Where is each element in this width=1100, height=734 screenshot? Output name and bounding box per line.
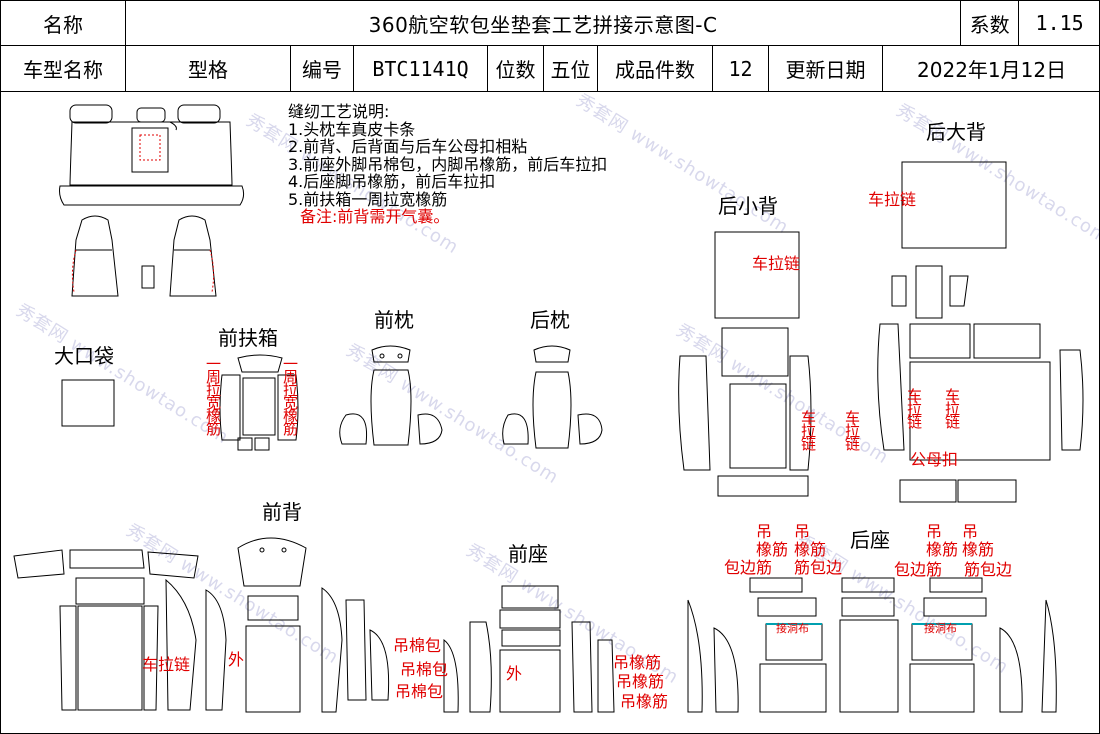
- annot-zipper-vertical: 车拉链: [843, 410, 861, 449]
- annot-band: 橡筋: [794, 540, 827, 559]
- front-back-pieces: [14, 538, 389, 712]
- note-item: 1.头枕车真皮卡条: [288, 119, 416, 139]
- front-headrest-pieces: [340, 346, 442, 445]
- annot-hang: 吊: [794, 522, 811, 541]
- annot-zipper-vertical: 车拉链: [799, 410, 817, 449]
- sheet-title: 360航空软包坐垫套工艺拼接示意图-C: [124, 0, 962, 46]
- annot-band: 橡筋: [962, 540, 995, 559]
- code-value: BTC1141Q: [353, 45, 488, 92]
- code-label: 编号: [290, 45, 354, 92]
- annot-zipper: 车拉链: [142, 655, 191, 674]
- rear-small-back-pieces: [679, 232, 811, 496]
- annot-band-edge: 筋包边: [794, 558, 843, 577]
- annot-hang-elastic: 吊橡筋: [613, 653, 662, 672]
- label-front-headrest: 前枕: [374, 308, 414, 332]
- label-rear-headrest: 后枕: [530, 308, 570, 332]
- annot-connect-cloth: 接洞布: [776, 622, 809, 635]
- type-label: 型格: [125, 45, 291, 92]
- annot-hang: 吊: [962, 522, 979, 541]
- date-value: 2022年1月12日: [881, 45, 1100, 92]
- rear-bench-thumbnail: [60, 105, 244, 205]
- label-front-back: 前背: [262, 500, 302, 524]
- label-rear-big-back: 后大背: [926, 120, 986, 144]
- front-seat-pieces: [444, 586, 614, 712]
- name-label: 名称: [0, 0, 126, 46]
- note-remark: 备注:前背需开气囊。: [300, 207, 450, 226]
- label-rear-seat: 后座: [850, 528, 890, 552]
- annot-zipper: 车拉链: [752, 254, 801, 273]
- annot-outer: 外: [228, 650, 245, 669]
- label-big-bag: 大口袋: [54, 344, 114, 368]
- annot-snap: 公母扣: [910, 450, 959, 469]
- note-item: 3.前座外脚吊棉包，内脚吊橡筋，前后车拉扣: [288, 154, 608, 174]
- annot-hang: 吊: [926, 522, 943, 541]
- annot-cotton-pack: 吊棉包: [395, 682, 444, 701]
- annot-hang-elastic: 吊橡筋: [616, 672, 665, 691]
- label-front-armrest: 前扶箱: [218, 326, 278, 350]
- annot-hang: 吊: [756, 522, 773, 541]
- label-rear-small-back: 后小背: [718, 194, 778, 218]
- header-table: 名称 360航空软包坐垫套工艺拼接示意图-C 系数 1.15 车型名称 型格 编…: [0, 0, 1100, 92]
- annot-band: 橡筋: [926, 540, 959, 559]
- annot-edge-band: 包边筋: [724, 558, 773, 577]
- annot-connect-cloth: 接洞布: [924, 622, 957, 635]
- rear-headrest-pieces: [503, 346, 602, 448]
- note-item: 2.前背、后背面与后车公母扣相粘: [288, 137, 528, 156]
- date-label: 更新日期: [768, 45, 883, 92]
- note-item: 5.前扶箱一周拉宽橡筋: [288, 189, 448, 209]
- rear-seat-pieces: [688, 578, 1056, 712]
- annot-cotton-pack: 吊棉包: [393, 636, 442, 655]
- annot-outer: 外: [506, 664, 523, 683]
- annot-band: 橡筋: [756, 540, 789, 559]
- annot-zipper: 车拉链: [868, 190, 917, 209]
- notes-heading: 缝纫工艺说明:: [288, 102, 390, 121]
- seats-value: 五位: [543, 45, 598, 92]
- annot-armrest-band: 一周拉宽橡筋: [204, 356, 222, 434]
- annot-edge-band: 包边筋: [894, 560, 943, 579]
- sewing-notes: 缝纫工艺说明: 1.头枕车真皮卡条 2.前背、后背面与后车公母扣相粘 3.前座外…: [288, 103, 607, 226]
- big-bag-piece: [62, 380, 114, 426]
- coef-label: 系数: [960, 0, 1020, 46]
- note-item: 4.后座脚吊橡筋，前后车拉扣: [288, 172, 496, 191]
- model-name-label: 车型名称: [0, 45, 126, 92]
- annot-zipper-vertical: 车拉链: [943, 388, 961, 427]
- annot-zipper-vertical: 车拉链: [905, 388, 923, 427]
- pieces-value: 12: [712, 45, 769, 92]
- annot-hang-elastic: 吊橡筋: [620, 692, 669, 711]
- front-seats-thumbnail: [72, 216, 216, 296]
- annot-cotton-pack: 吊棉包: [400, 660, 449, 679]
- rear-big-back-pieces: [878, 162, 1083, 502]
- annot-armrest-band: 一周拉宽橡筋: [281, 356, 299, 434]
- annot-band-edge: 筋包边: [964, 560, 1013, 579]
- pieces-label: 成品件数: [597, 45, 713, 92]
- label-front-seat: 前座: [508, 542, 548, 566]
- seats-label: 位数: [487, 45, 544, 92]
- front-armrest-pieces: [220, 355, 298, 450]
